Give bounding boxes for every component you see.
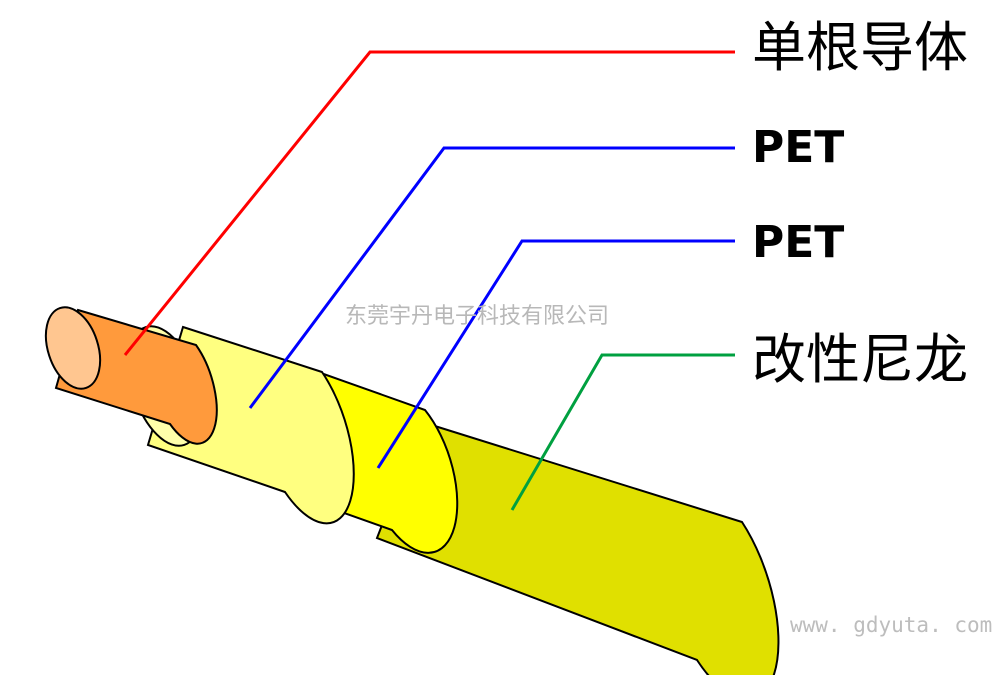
conductor-leader-line [123, 50, 735, 356]
label-conductor: 单根导体 [752, 16, 968, 79]
leader-lines [123, 50, 735, 511]
copper-conductor-end [44, 306, 102, 390]
watermark-company: 东莞宇丹电子科技有限公司 [345, 304, 609, 329]
label-pet-2: PET [752, 217, 844, 268]
sheath-leader-line [510, 353, 735, 511]
layer-labels: 单根导体 PET PET 改性尼龙 [752, 16, 968, 391]
pet-1-leader-line [248, 146, 735, 409]
label-sheath: 改性尼龙 [752, 328, 968, 391]
cable-drawing [44, 306, 780, 675]
watermark-url: www. gdyuta. com [790, 613, 992, 637]
pet-2-leader-line [376, 239, 735, 469]
sheath-layer [375, 420, 780, 675]
label-pet-1: PET [752, 122, 844, 173]
